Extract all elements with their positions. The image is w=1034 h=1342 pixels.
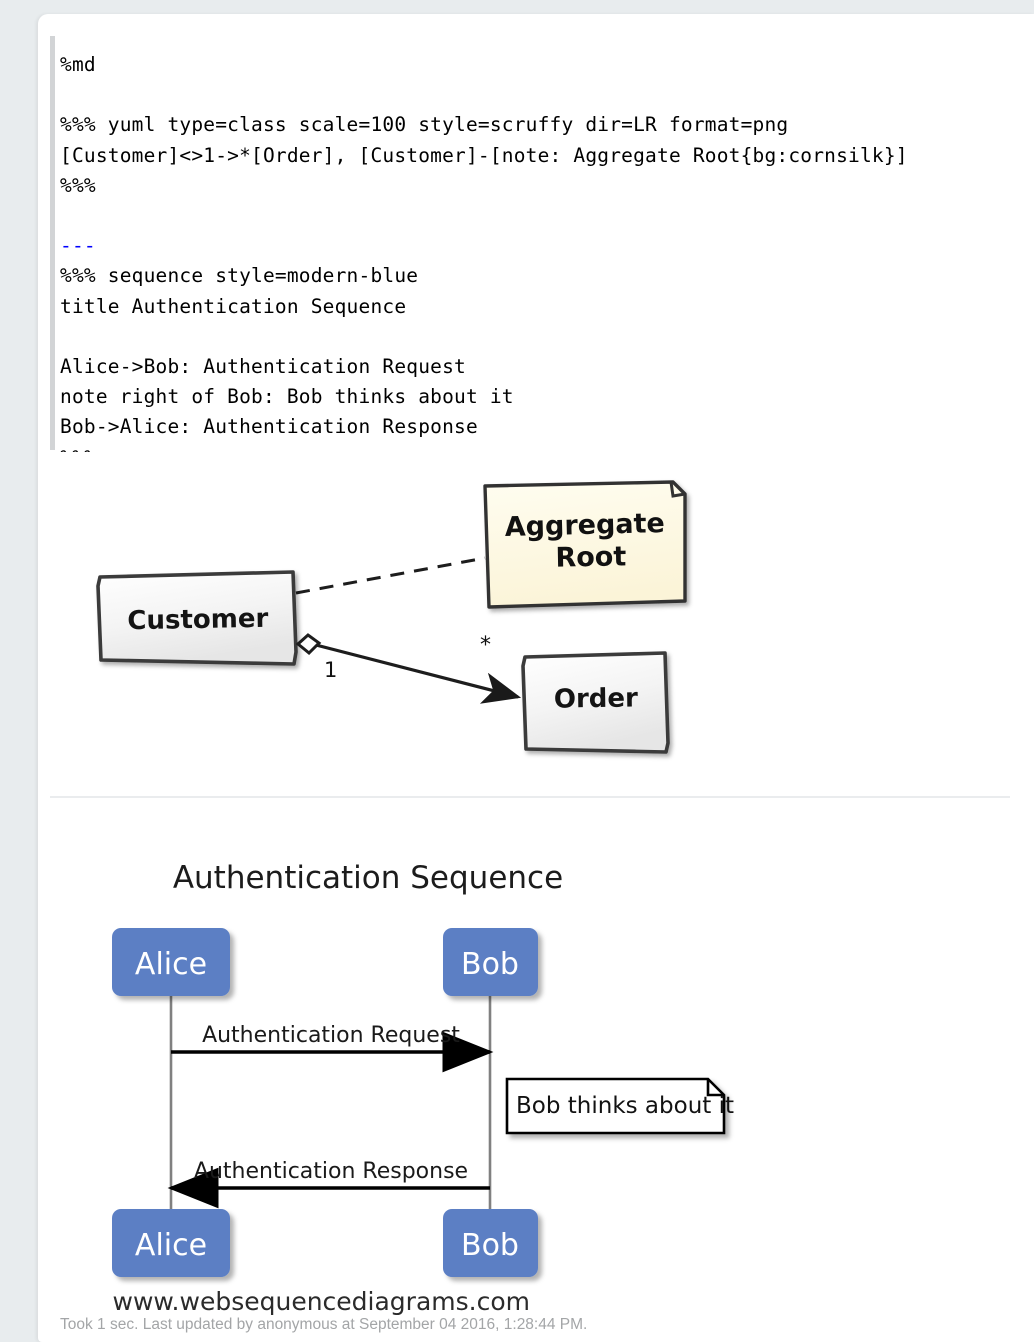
sequence-note-label: Bob thinks about it xyxy=(516,1093,734,1119)
actor-label-bob-top: Bob xyxy=(461,947,519,982)
aggregate-root-note-label-line1: Aggregate xyxy=(504,508,665,543)
code-editor[interactable]: %md %%% yuml type=class scale=100 style=… xyxy=(38,14,1034,452)
actor-box-alice-top xyxy=(112,928,230,996)
sequence-diagram-title: Authentication Sequence xyxy=(173,860,563,896)
authentication-sequence-diagram: Authentication Sequence Alice Bob Authen… xyxy=(58,826,738,1316)
actor-box-alice-bottom xyxy=(112,1209,230,1277)
aggregation-diamond-icon xyxy=(295,633,322,656)
sequence-diagram-watermark: www.websequencediagrams.com xyxy=(113,1287,530,1316)
class-box-customer xyxy=(96,570,298,666)
actor-box-bob-bottom xyxy=(443,1209,538,1277)
paragraph-card: %md %%% yuml type=class scale=100 style=… xyxy=(38,14,1034,1342)
yuml-class-diagram: Aggregate Root Customer Order 1 * xyxy=(48,462,728,782)
actor-label-alice-bottom: Alice xyxy=(135,1228,207,1263)
class-box-order-label: Order xyxy=(554,683,639,714)
code-editor-text[interactable]: %md %%% yuml type=class scale=100 style=… xyxy=(60,53,908,452)
actor-label-alice-top: Alice xyxy=(135,947,207,982)
paragraph-status-footer: Took 1 sec. Last updated by anonymous at… xyxy=(60,1316,588,1333)
actor-box-bob-top xyxy=(443,928,538,996)
sequence-note-bob-thinks xyxy=(505,1077,726,1135)
class-box-customer-label: Customer xyxy=(127,604,269,636)
aggregate-root-note-label-line2: Root xyxy=(555,541,626,573)
relation-customer-note-dashed xyxy=(295,556,486,595)
relation-customer-order-line xyxy=(315,643,522,704)
aggregate-root-note xyxy=(483,480,687,609)
actor-label-bob-bottom: Bob xyxy=(461,1228,519,1263)
class-box-order xyxy=(521,651,670,754)
editor-gutter-bar xyxy=(50,36,55,450)
message-label-authentication-request: Authentication Request xyxy=(202,1023,460,1048)
output-divider xyxy=(50,796,1010,798)
multiplicity-source-label: 1 xyxy=(324,658,337,682)
message-label-authentication-response: Authentication Response xyxy=(194,1159,468,1184)
multiplicity-target-label: * xyxy=(480,633,491,658)
